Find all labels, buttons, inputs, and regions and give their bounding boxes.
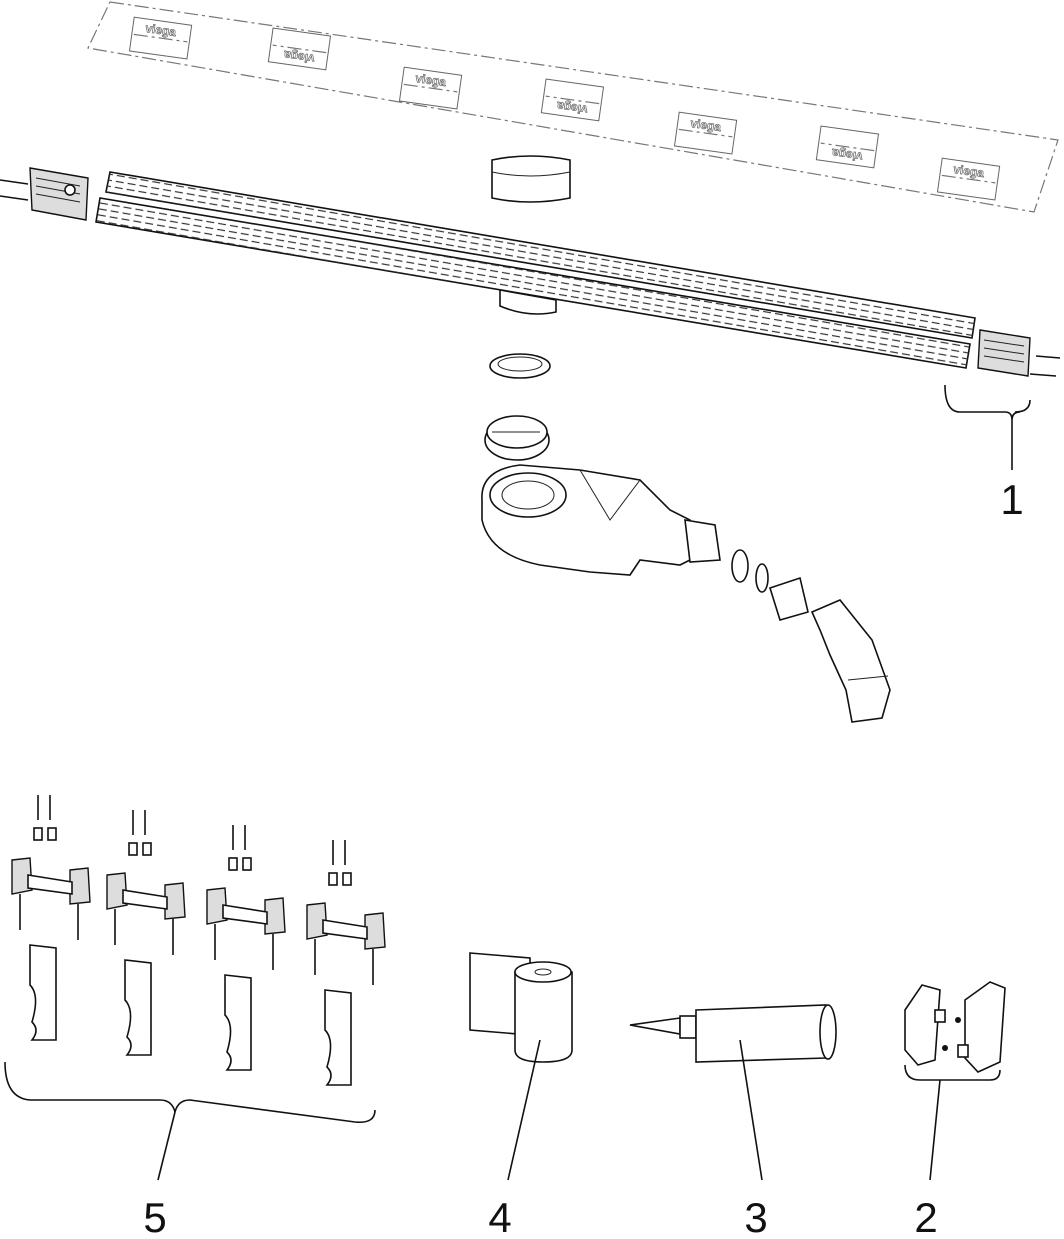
svg-text:viega: viega — [415, 71, 448, 89]
sealant-cartridge: 3 — [629, 1004, 837, 1239]
viega-logo: viega — [540, 78, 605, 122]
callout-label-2: 2 — [914, 1194, 937, 1239]
viega-logo: viega — [815, 125, 880, 169]
svg-text:viega: viega — [145, 21, 178, 39]
odour-trap-insert — [484, 415, 550, 461]
end-cap-left — [0, 167, 89, 221]
foot-assembly — [306, 840, 386, 1086]
viega-logo: viega — [936, 157, 1001, 201]
viega-logo: viega — [398, 66, 463, 110]
svg-text:viega: viega — [953, 162, 986, 180]
connector-pieces: 2 — [904, 981, 1006, 1239]
foot-assembly — [11, 795, 91, 1041]
svg-text:viega: viega — [283, 48, 316, 66]
pipe-fittings — [731, 549, 891, 723]
foot-assembly — [106, 810, 186, 1056]
callout-label-3: 3 — [744, 1194, 767, 1239]
outlet-spigot — [491, 155, 571, 315]
viega-logo: viega — [267, 27, 332, 71]
svg-text:viega: viega — [556, 99, 589, 117]
seal-ring — [489, 353, 551, 379]
foot-assembly — [206, 825, 286, 1071]
drain-channel — [95, 171, 976, 369]
callout-label-4: 4 — [488, 1194, 511, 1239]
svg-text:viega: viega — [831, 146, 864, 164]
sealing-tape-roll: 4 — [469, 952, 573, 1239]
viega-logo: viega — [128, 16, 193, 60]
drain-body — [481, 464, 721, 576]
svg-text:viega: viega — [690, 116, 723, 134]
callout-1-bracket: 1 — [944, 384, 1031, 523]
protective-film: viega viega viega viega viega viega vieg… — [87, 1, 1059, 213]
end-cap-right — [977, 329, 1061, 377]
callout-label-1: 1 — [1000, 476, 1023, 523]
mounting-feet-set: 5 — [4, 795, 386, 1239]
callout-label-5: 5 — [143, 1194, 166, 1239]
viega-logo: viega — [673, 111, 738, 155]
